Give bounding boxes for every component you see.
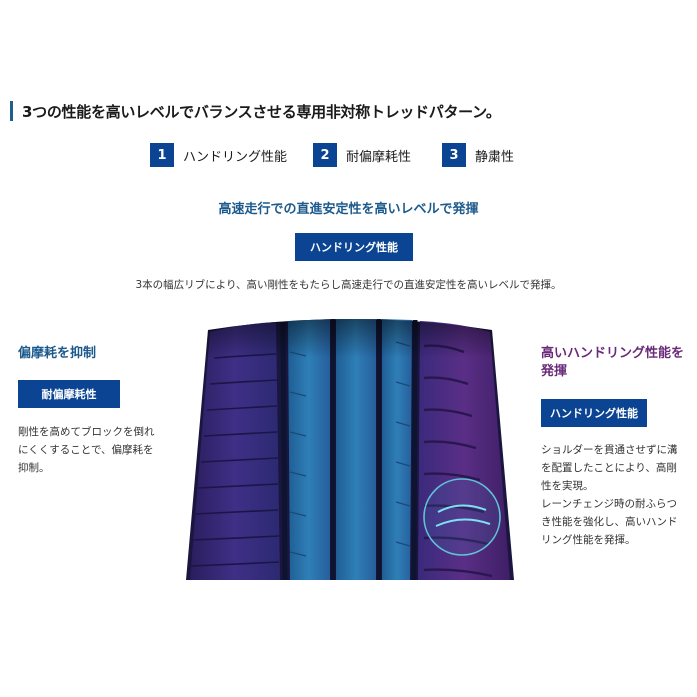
text-line: 抑制。 [18, 462, 50, 474]
text-line: リング性能を発揮。 [541, 534, 636, 546]
feature-label: 静粛性 [475, 149, 515, 165]
feature-label: ハンドリング性能 [183, 149, 288, 165]
left-title: 偏摩耗を抑制 [18, 346, 97, 361]
title-line: 発揮 [541, 364, 568, 379]
text-line: き性能を強化し、高いハンド [541, 516, 678, 528]
text-line: ショルダーを貫通させずに溝 [541, 444, 678, 456]
center-tag: ハンドリング性能 [295, 233, 413, 261]
center-title: 高速走行での直進安定性を高いレベルで発揮 [218, 202, 479, 217]
text-line: 剛性を高めてブロックを倒れ [18, 426, 155, 438]
tire-shading [186, 319, 514, 580]
left-description: 剛性を高めてブロックを倒れ にくくすることで、偏摩耗を 抑制。 [18, 423, 155, 477]
text-line: を配置したことにより、高剛 [541, 462, 677, 474]
feature-number: 3 [442, 143, 466, 167]
text-line: レーンチェンジ時の耐ふらつ [541, 498, 677, 510]
text-line: にくくすることで、偏摩耗を [18, 444, 154, 456]
feature-label: 耐偏摩耗性 [346, 149, 412, 165]
left-tag: 耐偏摩耗性 [18, 380, 120, 408]
feature-wear-resistance: 2 耐偏摩耗性 [313, 142, 411, 168]
feature-quietness: 3 静粛性 [442, 142, 514, 168]
text-line: 性を実現。 [541, 480, 594, 492]
center-description: 3本の幅広リブにより、高い剛性をもたらし高速走行での直進安定性を高いレベルで発揮… [135, 279, 562, 291]
feature-number: 1 [150, 143, 174, 167]
right-tag: ハンドリング性能 [541, 399, 647, 427]
right-title: 高いハンドリング性能を 発揮 [541, 345, 684, 381]
feature-number: 2 [313, 143, 337, 167]
highlight-circle-icon [423, 478, 501, 556]
feature-handling: 1 ハンドリング性能 [150, 142, 287, 168]
heading-accent-bar [10, 101, 13, 121]
right-description: ショルダーを貫通させずに溝 を配置したことにより、高剛 性を実現。 レーンチェン… [541, 441, 678, 549]
tire-tread-image [186, 319, 514, 580]
title-line: 高いハンドリング性能を [541, 346, 685, 361]
section-heading: 3つの性能を高いレベルでバランスさせる専用非対称トレッドパターン。 [10, 100, 501, 122]
heading-text: 3つの性能を高いレベルでバランスさせる専用非対称トレッドパターン。 [22, 102, 501, 121]
